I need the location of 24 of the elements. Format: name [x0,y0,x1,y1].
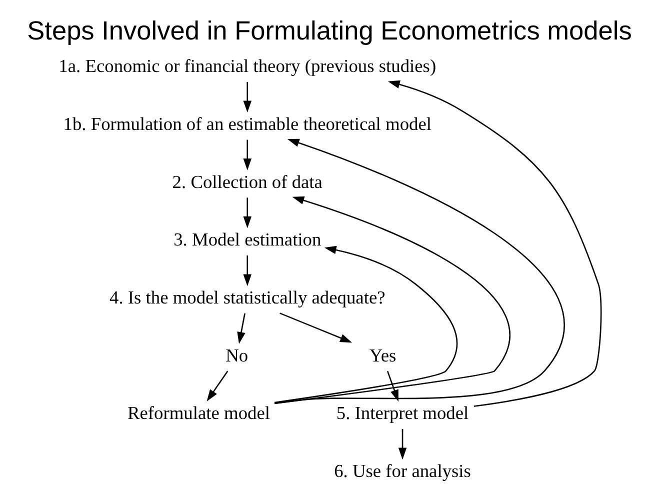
arrow [242,82,252,113]
arrow [274,246,458,404]
arrow [206,370,228,402]
node-text: Reformulate model [127,403,270,424]
node-text: 4. Is the model statistically adequate? [108,288,385,308]
node-text: 3. Model estimation [173,230,321,250]
arrow [242,198,252,228]
node-text: 2. Collection of data [172,172,322,192]
node-text: Yes [368,345,396,366]
node-text: 1a. Economic or financial theory (previous studies) [58,56,436,76]
arrow [236,313,245,344]
arrow [387,80,602,407]
node-text: 1b. Formulation of an estimable theoretical model [62,114,431,134]
diagram-title: Steps Involved in Formulating Econometrics models [26,16,632,46]
arrow [274,196,510,404]
node-text: No [225,345,248,366]
arrow [242,255,252,286]
arrow [398,429,406,460]
node-text: 5. Interpret model [336,403,468,424]
arrow [279,312,352,343]
node-text: 6. Use for analysis [334,461,470,482]
arrow [242,140,252,170]
arrow [274,138,564,404]
arrow [386,370,398,402]
